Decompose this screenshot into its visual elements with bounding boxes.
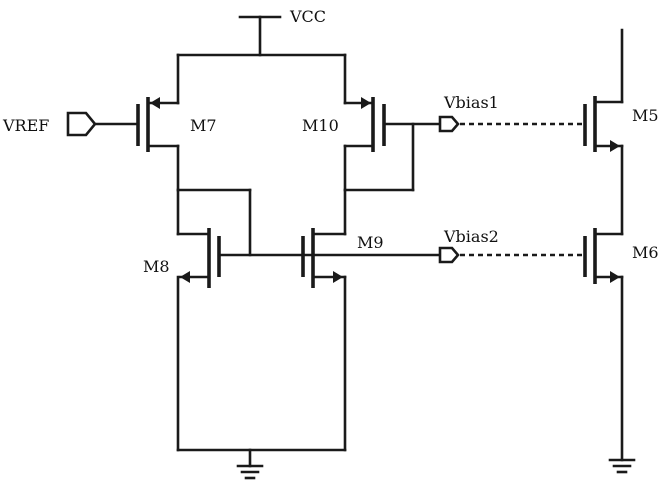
- m7-drain-node: [176, 188, 252, 257]
- vbias1-port: [438, 115, 585, 133]
- ground-left: [176, 448, 347, 480]
- m8-label: M8: [143, 257, 170, 276]
- m9-label: M9: [357, 233, 384, 252]
- vbias2-port: [438, 246, 585, 264]
- vbias2-label: Vbias2: [443, 227, 499, 246]
- m7-label: M7: [190, 116, 217, 135]
- transistor-m10: [343, 53, 442, 192]
- m5-label: M5: [632, 106, 659, 125]
- vcc-label: VCC: [289, 7, 326, 26]
- transistor-m5: [583, 28, 624, 236]
- transistor-m7: [93, 53, 180, 192]
- vcc-supply: [176, 15, 347, 57]
- m6-label: M6: [632, 243, 659, 262]
- vref-label: VREF: [2, 116, 49, 135]
- ground-right: [608, 458, 636, 474]
- vref-port: [66, 111, 97, 137]
- transistor-m9: [301, 188, 347, 452]
- vbias1-label: Vbias1: [443, 93, 499, 112]
- m10-label: M10: [302, 116, 339, 135]
- transistor-m6: [583, 228, 624, 462]
- transistor-m8: [176, 188, 221, 452]
